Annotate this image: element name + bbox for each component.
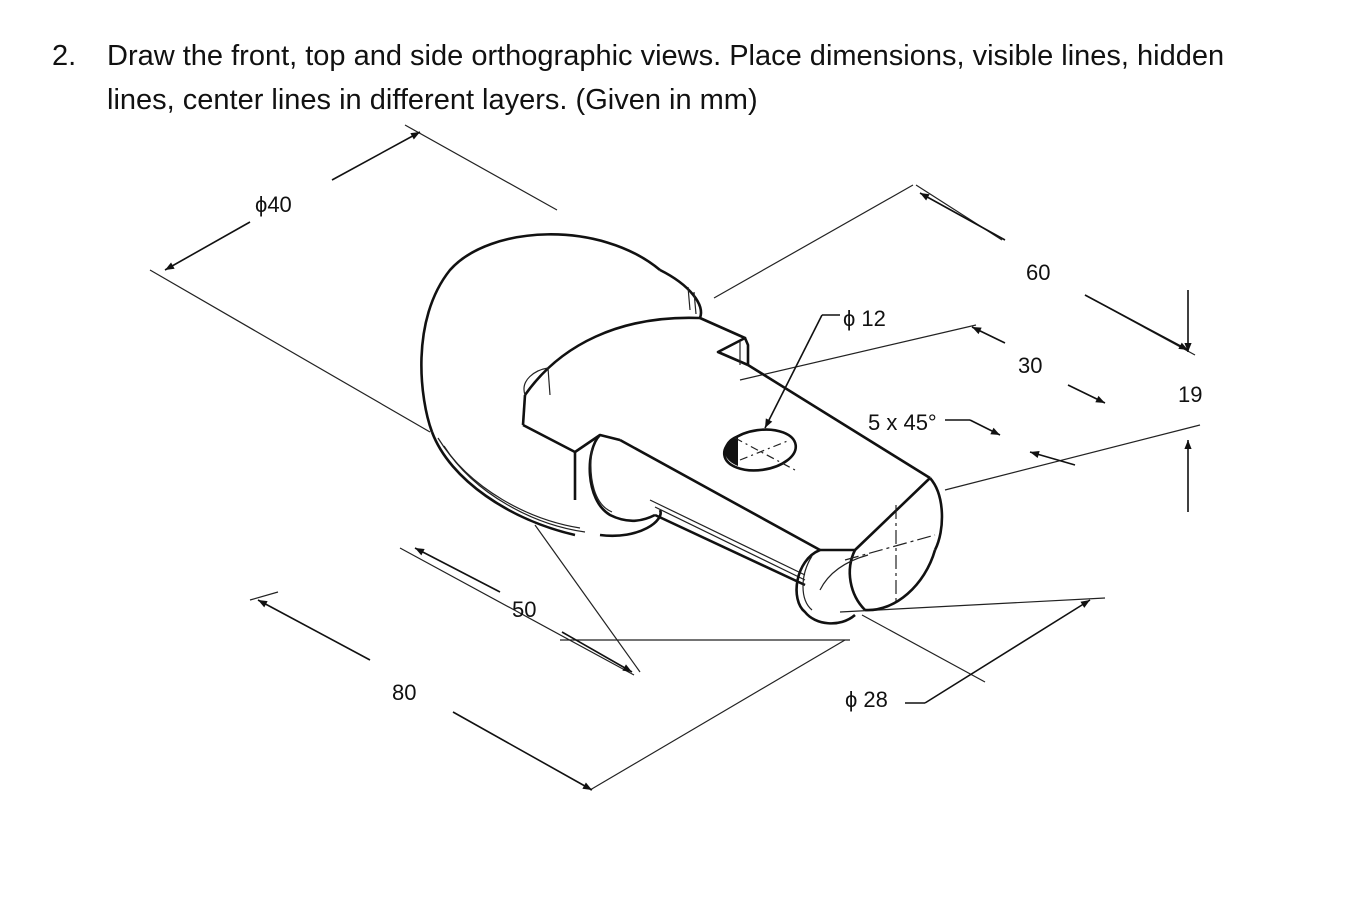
- dim-diameter-12: ϕ 12: [843, 306, 886, 331]
- dim-diameter-28: ϕ 28: [845, 687, 888, 712]
- dim-length-80: 80: [392, 680, 416, 705]
- dimension-labels: ϕ40 60 ϕ 12 30 19 5 x 45° 50 80 ϕ 28: [255, 192, 1202, 712]
- part-body: [420, 233, 944, 625]
- dim-length-30: 30: [1018, 353, 1042, 378]
- hole: [722, 428, 798, 472]
- extension-lines: [149, 124, 1201, 791]
- dim-length-50: 50: [512, 597, 536, 622]
- dimension-lines: [164, 131, 1192, 791]
- question-text: Draw the front, top and side orthographi…: [107, 40, 1225, 116]
- question-number: 2.: [52, 40, 77, 72]
- dim-length-60: 60: [1026, 260, 1050, 285]
- dim-diameter-40: ϕ40: [255, 192, 292, 217]
- dim-chamfer: 5 x 45°: [868, 410, 937, 435]
- dim-height-19: 19: [1178, 382, 1202, 407]
